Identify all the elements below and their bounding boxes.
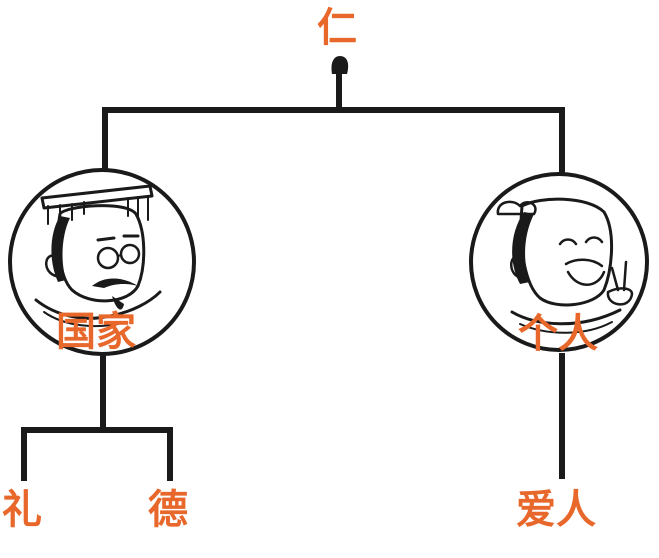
individual-label: 个人 — [518, 311, 598, 357]
state-label: 国家 — [56, 309, 136, 355]
rites-label: 礼 — [2, 487, 42, 533]
root-label: 仁 — [317, 5, 357, 51]
scholar-portrait-icon — [469, 172, 649, 352]
love-label: 爱人 — [516, 487, 596, 533]
emperor-portrait-icon — [8, 168, 196, 356]
connector-lines — [21, 67, 565, 481]
root-knob-icon — [331, 56, 349, 74]
virtue-label: 德 — [148, 487, 188, 533]
